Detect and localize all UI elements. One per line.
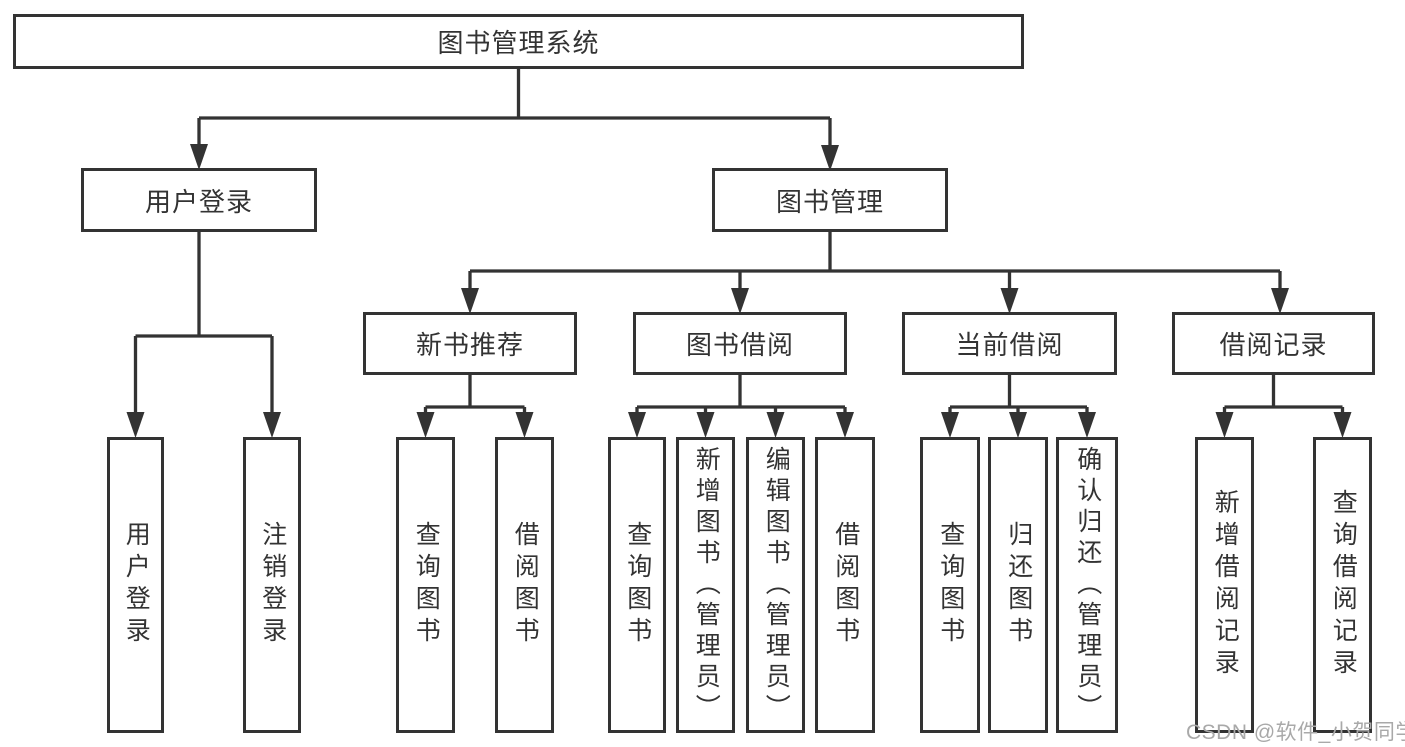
arrowhead xyxy=(1000,288,1019,314)
leaf-label: 查询图书 xyxy=(623,521,652,649)
node-book-borrowing: 图书借阅 xyxy=(633,312,847,375)
leaf-query-books-current: 查询图书 xyxy=(920,437,980,733)
leaf-confirm-return-admin: 确认归还（管理员） xyxy=(1056,437,1118,733)
leaf-label: 编辑图书（管理员） xyxy=(762,445,791,725)
arrowhead xyxy=(1215,412,1234,438)
node-current-borrowing: 当前借阅 xyxy=(902,312,1117,375)
node-label: 新书推荐 xyxy=(415,330,524,360)
leaf-label: 归还图书 xyxy=(1004,521,1033,649)
node-label: 图书借阅 xyxy=(685,330,794,360)
node-borrowing-records: 借阅记录 xyxy=(1172,312,1375,375)
leaf-label: 新增借阅记录 xyxy=(1211,489,1240,681)
arrowhead xyxy=(1078,412,1096,438)
node-label: 图书管理 xyxy=(775,186,884,217)
arrowhead xyxy=(1271,288,1289,314)
arrowhead xyxy=(126,412,145,438)
node-library-management-system: 图书管理系统 xyxy=(13,14,1024,69)
leaf-logout-login: 注销登录 xyxy=(243,437,301,733)
node-label: 当前借阅 xyxy=(955,330,1064,360)
leaf-borrow-books-borrowing: 借阅图书 xyxy=(815,437,875,733)
node-new-book-recommendation: 新书推荐 xyxy=(363,312,577,375)
leaf-query-borrow-record: 查询借阅记录 xyxy=(1313,437,1372,733)
leaf-label: 新增图书（管理员） xyxy=(692,445,721,725)
leaf-label: 确认归还（管理员） xyxy=(1073,445,1102,725)
arrowhead xyxy=(515,412,534,438)
arrowhead xyxy=(263,412,281,438)
leaf-label: 查询图书 xyxy=(412,521,441,649)
arrowhead xyxy=(766,412,785,438)
node-label: 用户登录 xyxy=(144,186,253,217)
leaf-query-books-recommend: 查询图书 xyxy=(396,437,455,733)
leaf-label: 借阅图书 xyxy=(831,521,860,649)
arrowhead xyxy=(1333,412,1352,438)
leaf-label: 借阅图书 xyxy=(511,521,540,649)
leaf-borrow-books-recommend: 借阅图书 xyxy=(495,437,554,733)
arrowhead xyxy=(1009,412,1027,438)
leaf-edit-books-admin: 编辑图书（管理员） xyxy=(746,437,805,733)
arrowhead xyxy=(731,288,749,314)
leaf-label: 查询借阅记录 xyxy=(1329,489,1358,681)
node-user-login: 用户登录 xyxy=(81,168,317,232)
leaf-return-books: 归还图书 xyxy=(988,437,1048,733)
node-book-management: 图书管理 xyxy=(712,168,948,232)
leaf-user-login: 用户登录 xyxy=(107,437,164,733)
arrowhead xyxy=(696,412,715,438)
watermark-text: CSDN @软件_小贺同学 xyxy=(1186,721,1405,744)
arrowhead xyxy=(416,412,435,438)
node-label: 图书管理系统 xyxy=(437,28,600,58)
connector-path xyxy=(133,69,1345,414)
leaf-label: 查询图书 xyxy=(936,521,965,649)
arrowhead xyxy=(941,412,959,438)
arrowhead xyxy=(821,145,839,171)
arrowhead xyxy=(190,144,208,170)
leaf-add-borrow-record: 新增借阅记录 xyxy=(1195,437,1254,733)
arrowhead xyxy=(628,412,646,438)
leaf-add-books-admin: 新增图书（管理员） xyxy=(676,437,735,733)
leaf-label: 注销登录 xyxy=(258,521,287,649)
arrowhead xyxy=(836,412,854,438)
leaf-label: 用户登录 xyxy=(122,521,151,649)
leaf-query-books-borrowing: 查询图书 xyxy=(608,437,666,733)
arrowheads xyxy=(126,144,1352,438)
node-label: 借阅记录 xyxy=(1219,330,1328,360)
arrowhead xyxy=(461,288,479,314)
